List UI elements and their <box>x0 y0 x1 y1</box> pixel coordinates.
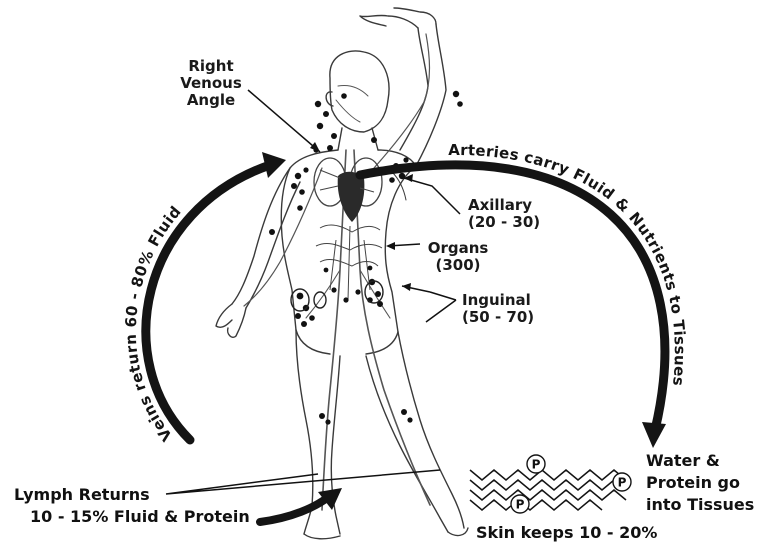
skin-fibers <box>470 470 626 510</box>
arteries-arc-arrowhead <box>642 422 666 448</box>
leg-right <box>366 332 464 532</box>
inguinal-line-2: (50 - 70) <box>462 309 534 326</box>
veins-arc <box>146 152 286 440</box>
organs-line-2: (300) <box>420 257 496 274</box>
hanging-hand <box>216 304 246 337</box>
head-outline <box>330 51 389 132</box>
venous-angle-line-1: Right <box>168 58 254 75</box>
venous-angle-line-2: Venous <box>168 75 254 92</box>
blood-vessels <box>244 34 430 510</box>
venous-angle-label: Right Venous Angle <box>168 58 254 109</box>
axillary-line-1: Axillary <box>468 197 540 214</box>
organs-arrowhead <box>386 242 395 250</box>
water-protein-line-3: into Tissues <box>646 494 754 516</box>
venous-angle-pointer <box>248 90 320 152</box>
protein-marker-1-label: P <box>532 458 541 472</box>
axillary-label: Axillary (20 - 30) <box>468 197 540 231</box>
lymph-returns-label: Lymph Returns 10 - 15% Fluid & Protein <box>6 484 250 528</box>
heart-and-lungs <box>314 158 382 222</box>
organs-line-1: Organs <box>420 240 496 257</box>
axillary-line-2: (20 - 30) <box>468 214 540 231</box>
water-protein-label: Water & Protein go into Tissues <box>646 450 754 516</box>
axillary-arrowhead <box>404 174 413 182</box>
veins-arc-arrowhead <box>262 152 286 178</box>
inguinal-pointer <box>426 292 456 322</box>
raised-arm <box>400 24 446 166</box>
raised-hand <box>360 8 436 28</box>
hanging-arm <box>232 168 300 308</box>
inguinal-label: Inguinal (50 - 70) <box>462 292 534 326</box>
lymph-returns-line-1: Lymph Returns <box>6 484 250 506</box>
protein-marker-3-label: P <box>618 476 627 490</box>
lymph-return-arrow <box>260 488 342 522</box>
water-protein-line-2: Protein go <box>646 472 754 494</box>
axillary-pointer <box>404 178 460 214</box>
venous-angle-line-3: Angle <box>168 92 254 109</box>
protein-marker-2-label: P <box>516 498 525 512</box>
lymph-returns-line-2: 10 - 15% Fluid & Protein <box>6 506 250 528</box>
water-protein-line-1: Water & <box>646 450 754 472</box>
pointer-lines <box>166 90 460 494</box>
organs-label: Organs (300) <box>420 240 496 274</box>
inguinal-line-1: Inguinal <box>462 292 534 309</box>
abdominal-organs <box>316 225 382 300</box>
skin-keeps-label: Skin keeps 10 - 20% <box>476 522 657 544</box>
